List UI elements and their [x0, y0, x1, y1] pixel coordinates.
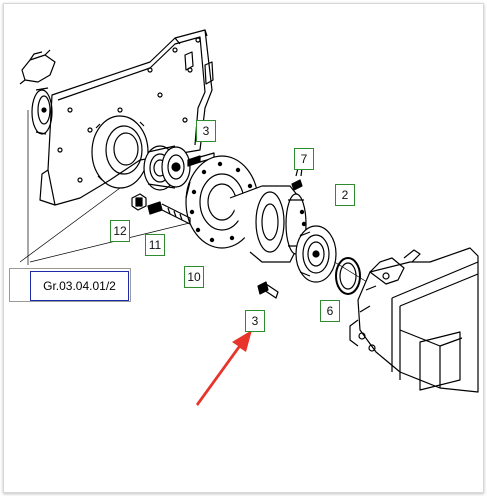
reference-label[interactable]: Gr.03.04.01/2	[30, 271, 129, 301]
callout-3-top: 3	[196, 120, 216, 142]
callout-3-bottom: 3	[245, 310, 265, 332]
shaft-hub	[229, 185, 307, 263]
right-housing	[349, 247, 479, 393]
callout-7: 7	[294, 148, 314, 170]
hex-nut	[131, 193, 147, 211]
callout-12: 12	[110, 220, 130, 242]
callout-2: 2	[335, 184, 355, 206]
long-bolt	[147, 201, 191, 225]
left-bearing	[143, 145, 191, 191]
upper-left-gear-assembly	[19, 49, 56, 135]
grease-nipple	[291, 167, 303, 191]
callout-10: 10	[184, 266, 204, 288]
bolt-lower	[257, 281, 279, 299]
right-bearing	[295, 225, 337, 283]
retaining-ring	[335, 257, 361, 295]
callout-11: 11	[145, 234, 165, 256]
housing-plate	[39, 29, 214, 206]
red-pointer-arrow	[196, 330, 252, 406]
callout-6: 6	[320, 300, 340, 322]
